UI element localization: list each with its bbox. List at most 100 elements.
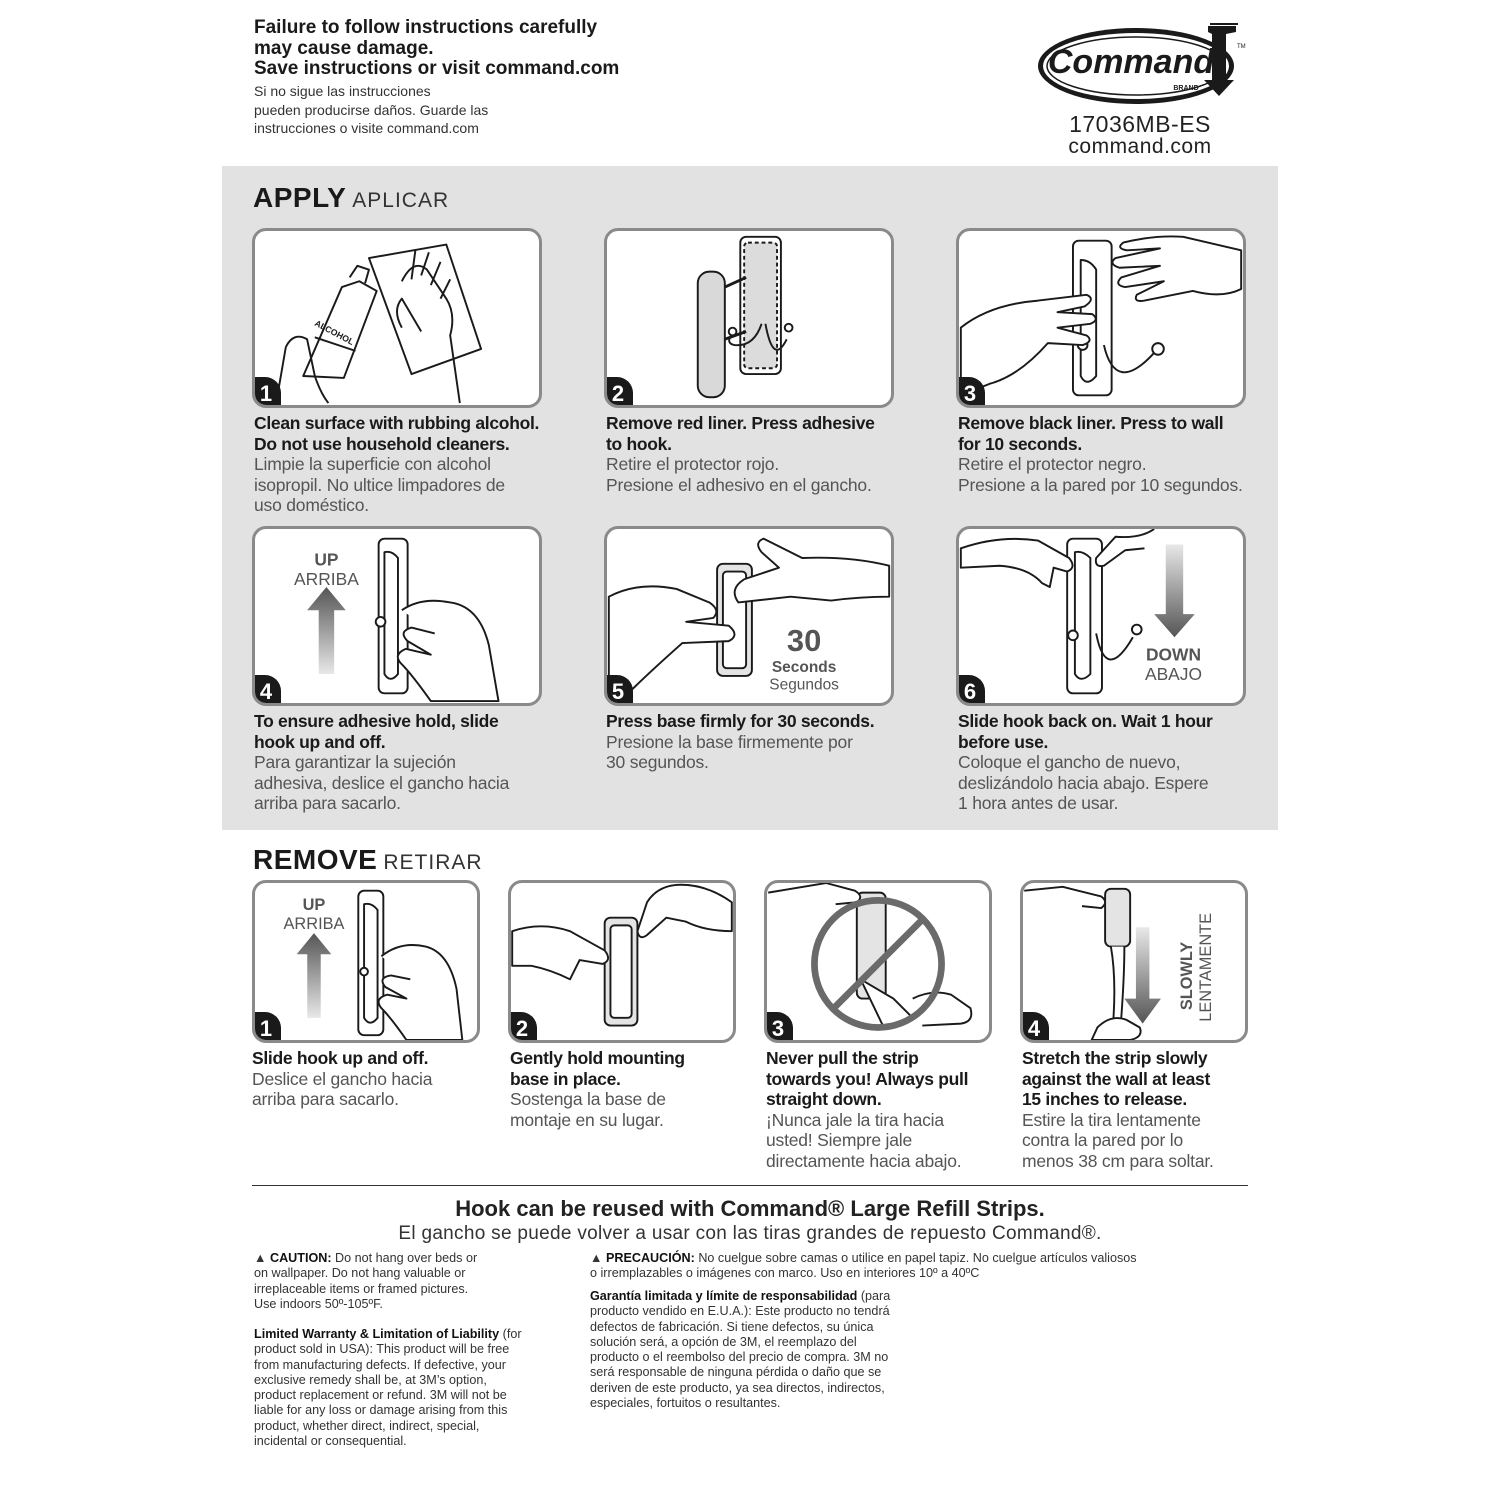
caption-es: contra la pared por lo [1022,1130,1183,1150]
caption-en: To ensure adhesive hold, slide [254,711,499,731]
slide-hook-up-illustration: UP ARRIBA [284,889,464,1040]
slide-hook-down-illustration: DOWN ABAJO [959,529,1202,695]
caption-en: Press base firmly for 30 seconds. [606,711,875,731]
caution-line: Do not hang over beds or [331,1251,478,1265]
alcohol-wipe-illustration: ALCOHOL [275,243,483,404]
reuse-note-en: Hook can be reused with Command® Large R… [455,1196,1045,1221]
caption-es: Coloque el gancho de nuevo, [958,752,1181,772]
caption-es: directamente hacia abajo. [766,1150,962,1171]
warning-line: pueden producirse daños. Guarde las [254,101,489,118]
step-number-badge: 4 [255,675,281,703]
garantia-line: defectos de fabricación. Si tiene defect… [590,1319,874,1334]
caption-en: Slide hook back on. Wait 1 hour [958,711,1213,731]
apply-step-1-illustration: ALCOHOL 1 [252,228,542,408]
garantia-line: producto o el reembolso del precio de co… [590,1350,889,1365]
apply-title-es: APLICAR [352,189,450,212]
arrow-label-en: DOWN [1146,644,1201,664]
step-number-badge: 2 [607,377,633,405]
timer-label-en: Seconds [772,659,836,676]
warning-spanish: Si no sigue las instrucciones pueden pro… [254,82,488,138]
caution-es: ▲ PRECAUCIÓN: No cuelgue sobre camas o u… [590,1251,1230,1282]
caption-es: Retire el protector negro. [958,454,1147,474]
caption-es: Retire el protector rojo. [606,454,779,474]
step-number-badge: 1 [255,1012,281,1040]
warranty-line: from manufacturing defects. If defective… [254,1357,506,1372]
precaucion-line: o irremplazables o imágenes con marco. U… [590,1266,980,1281]
caption-es: Estire la tira lentamente [1022,1109,1201,1130]
caption-es: Presione la base firmemente por [606,731,853,752]
remove-step-4-illustration: SLOWLY LENTAMENTE 4 [1020,880,1248,1043]
caption-es: 30 segundos. [606,752,709,772]
warranty-label: Limited Warranty & Limitation of Liabili… [254,1327,500,1341]
caption-en: base in place. [510,1068,621,1089]
warranty-line: product sold in USA): This product will … [254,1342,510,1357]
hold-base-illustration [511,883,733,1027]
caution-line: Use indoors 50º-105ºF. [254,1296,383,1311]
remove-step-1-caption: Slide hook up and off. Deslice el gancho… [252,1048,492,1110]
warning-line: instrucciones o visite command.com [254,120,479,136]
garantia-line: solución será, a opción de 3M, el reempl… [590,1334,857,1349]
caption-es: menos 38 cm para soltar. [1022,1150,1214,1171]
caption-en: against the wall at least [1022,1068,1210,1089]
caption-es: montaje en su lugar. [510,1109,664,1130]
apply-step-4-illustration: UP ARRIBA 4 [252,526,542,706]
warranty-line: liable for any loss or damage arising fr… [254,1403,508,1418]
caption-en: to hook. [606,433,672,454]
caption-en: before use. [958,731,1049,752]
caption-es: deslizándolo hacia abajo. Espere [958,772,1209,793]
caption-es: Limpie la superficie con alcohol [254,454,491,474]
logo-brand: BRAND [1173,85,1198,92]
step-number-badge: 4 [1023,1012,1049,1040]
caption-en: Do not use household cleaners. [254,433,510,454]
step-number-badge: 3 [959,377,985,405]
caption-es: adhesiva, deslice el gancho hacia [254,772,510,793]
warranty-en: Limited Warranty & Limitation of Liabili… [254,1327,554,1449]
precaucion-label: PRECAUCIÓN: [605,1251,695,1265]
caption-es: ¡Nunca jale la tira hacia [766,1109,944,1130]
logo-word: Command [1048,43,1215,81]
caption-es: uso doméstico. [254,495,369,515]
apply-step-6-illustration: DOWN ABAJO 6 [956,526,1246,706]
warranty-line: incidental or consequential. [254,1434,407,1449]
do-not-pull-toward-you-illustration [768,883,973,1031]
apply-step-5-illustration: 30 Seconds Segundos 5 [604,526,894,706]
caution-line: on wallpaper. Do not hang valuable or [254,1266,466,1281]
caption-en: 15 inches to release. [1022,1089,1187,1109]
garantia-label: Garantía limitada y límite de responsabi… [590,1289,858,1303]
garantia-line: será responsable de ninguna pérdida o da… [590,1365,882,1380]
caption-es: isopropil. No ultice limpadores de [254,474,505,495]
remove-step-3-illustration: 3 [764,880,992,1043]
remove-step-3-caption: Never pull the strip towards you! Always… [766,1048,1006,1171]
arrow-label-en: UP [303,896,326,914]
remove-title-en: REMOVE [253,844,378,875]
caption-en: Remove red liner. Press adhesive [606,413,875,433]
caption-en: Remove black liner. Press to wall [958,413,1224,433]
caption-es: Presione el adhesivo en el gancho. [606,474,872,495]
step-number-badge: 6 [959,675,985,703]
remove-step-1-illustration: UP ARRIBA 1 [252,880,480,1043]
command-logo-graphic: Command BRAND TM [1038,23,1246,104]
arrow-label-es: ARRIBA [284,915,345,933]
caption-es: Presione a la pared por 10 segundos. [958,474,1243,495]
warning-line: Si no sigue las instrucciones [254,83,431,99]
apply-step-6-caption: Slide hook back on. Wait 1 hour before u… [958,711,1248,814]
apply-step-3-caption: Remove black liner. Press to wall for 10… [958,413,1248,495]
warranty-line: product, whether direct, indirect, speci… [254,1418,480,1433]
press-to-wall-illustration [959,235,1243,397]
caption-es: arriba para sacarlo. [252,1089,399,1109]
caption-en: straight down. [766,1089,882,1109]
caption-en: Stretch the strip slowly [1022,1048,1208,1068]
warning-line: Save instructions or visit command.com [254,58,620,79]
apply-step-4-caption: To ensure adhesive hold, slide hook up a… [254,711,544,814]
press-base-illustration: 30 Seconds Segundos [607,537,891,703]
garantia-line: (para [857,1289,891,1303]
caption-es: Sostenga la base de [510,1089,666,1109]
step-number-badge: 5 [607,675,633,703]
caption-es: arriba para sacarlo. [254,793,401,813]
step-number-badge: 2 [511,1012,537,1040]
caption-en: hook up and off. [254,731,386,752]
adhesive-to-hook-illustration [696,235,794,399]
arrow-label-es: LENTAMENTE [1197,913,1215,1022]
apply-step-1-caption: Clean surface with rubbing alcohol. Do n… [254,413,544,516]
